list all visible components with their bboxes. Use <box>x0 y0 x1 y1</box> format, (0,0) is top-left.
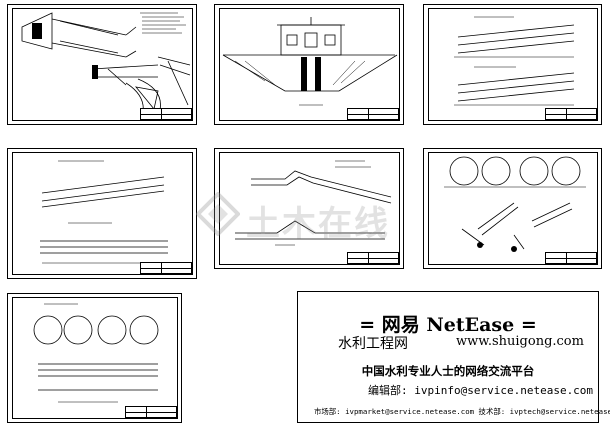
editor-contact: 编辑部: ivpinfo@service.netease.com <box>368 384 594 397</box>
title-block <box>140 108 192 120</box>
platform-slogan: 中国水利专业人士的网络交流平台 <box>361 364 535 378</box>
longitudinal-section-drawing <box>40 160 168 264</box>
title-block <box>347 252 399 264</box>
site-name: 水利工程网 <box>338 336 408 352</box>
gate-elevation-drawing <box>222 17 398 106</box>
sheet-frame <box>428 8 598 121</box>
title-block <box>545 108 597 120</box>
title-block <box>125 406 177 418</box>
spillway-profile-drawing <box>235 160 392 246</box>
title-block <box>347 108 399 120</box>
netease-info-box: = 网易 NetEase = 水利工程网 www.shuigong.com 中国… <box>297 291 610 423</box>
drawing-sheet-tunnel-profiles <box>423 4 602 125</box>
title-block <box>545 252 597 264</box>
drawing-sheet-longitudinal-section <box>7 148 197 279</box>
site-url[interactable]: www.shuigong.com <box>456 334 584 349</box>
sheet-frame <box>219 152 400 265</box>
title-block <box>140 262 192 274</box>
drawing-sheet-intake-plan <box>7 4 197 125</box>
section-details-drawing <box>444 156 586 252</box>
netease-title: = 网易 NetEase = <box>359 314 537 336</box>
department-contacts: 市场部: ivpmarket@service.netease.com 技术部: … <box>314 407 610 416</box>
sheet-frame <box>12 152 193 275</box>
pipe-sections-drawing <box>33 303 159 403</box>
drawing-sheet-section-details <box>423 148 602 269</box>
drawing-sheet-spillway-profile <box>214 148 404 269</box>
sheet-frame <box>219 8 400 121</box>
drawing-sheet-gate-elevation <box>214 4 404 125</box>
drawing-sheet-pipe-sections <box>7 293 182 423</box>
sheet-frame <box>12 297 178 419</box>
sheet-frame <box>428 152 598 265</box>
sheet-frame <box>12 8 193 121</box>
tunnel-profiles-drawing <box>454 16 575 106</box>
